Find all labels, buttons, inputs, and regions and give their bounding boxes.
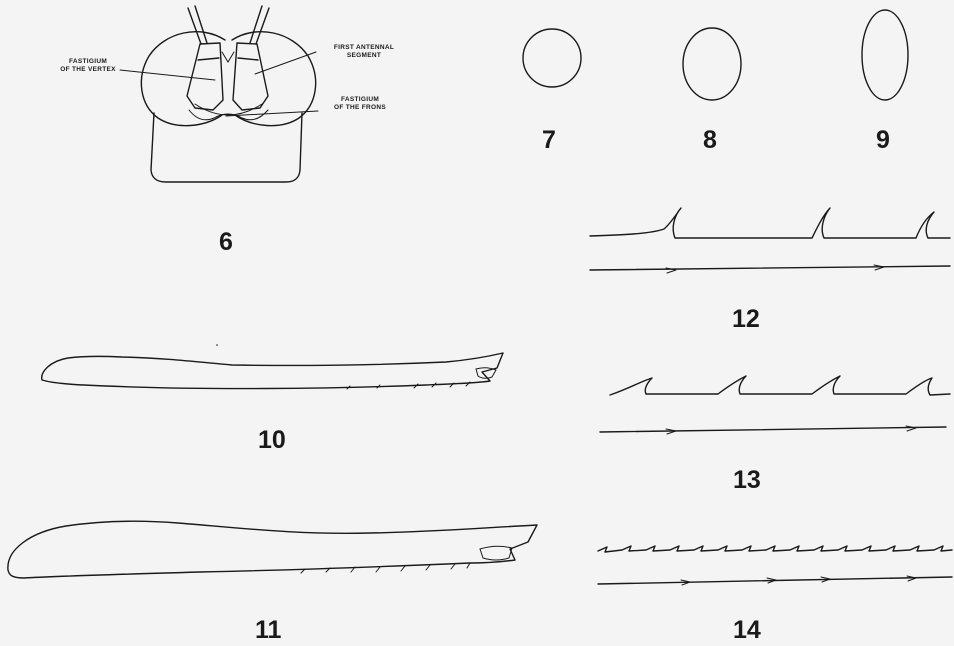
fig6-fastigium-vertex [222,52,234,62]
fig6-antenna-left [188,8,201,44]
fig11-number: 11 [255,618,281,643]
fig6-antenna-right [250,6,262,43]
fig12-number: 12 [732,307,760,332]
fig9-elongate-outline [862,10,908,100]
fig6-label-vertex-line1: FASTIGIUM [46,58,130,66]
fig6-head-drawing [120,6,318,182]
fig6-label-fastigium-vertex: FASTIGIUM OF THE VERTEX [46,58,130,74]
fig10-femur-drawing [42,344,503,389]
fig10-number: 10 [258,428,286,453]
fig6-number: 6 [219,230,233,255]
fig8-oval-outline [683,28,741,100]
fig6-antennal-segment-left [187,43,223,110]
fig11-femur-drawing [8,521,537,578]
fig7-round-outline [523,29,581,87]
fig6-label-antenna-line2: SEGMENT [320,52,408,60]
fig6-label-fastigium-frons: FASTIGIUM OF THE FRONS [322,96,398,112]
fig6-antennal-segment-right [233,43,268,110]
fig13-tooth-row [600,376,950,434]
fig6-callout-line-antenna [255,52,316,74]
fig6-label-frons-line1: FASTIGIUM [322,96,398,104]
fig8-number: 8 [703,128,717,153]
fig6-label-first-antennal-segment: FIRST ANTENNAL SEGMENT [320,44,408,60]
fig6-callout-line-vertex [120,70,215,80]
fig6-label-antenna-line1: FIRST ANTENNAL [320,44,408,52]
fig6-label-vertex-line2: OF THE VERTEX [46,66,130,74]
fig14-number: 14 [733,618,761,643]
fig12-tooth-row [590,208,950,273]
fig9-number: 9 [876,128,890,153]
fig6-eye-left [141,32,225,126]
fig13-number: 13 [733,468,761,493]
fig6-head-capsule [151,113,302,182]
fig14-tooth-row [598,546,952,585]
fig6-label-frons-line2: OF THE FRONS [322,104,398,112]
fig7-number: 7 [542,128,556,153]
